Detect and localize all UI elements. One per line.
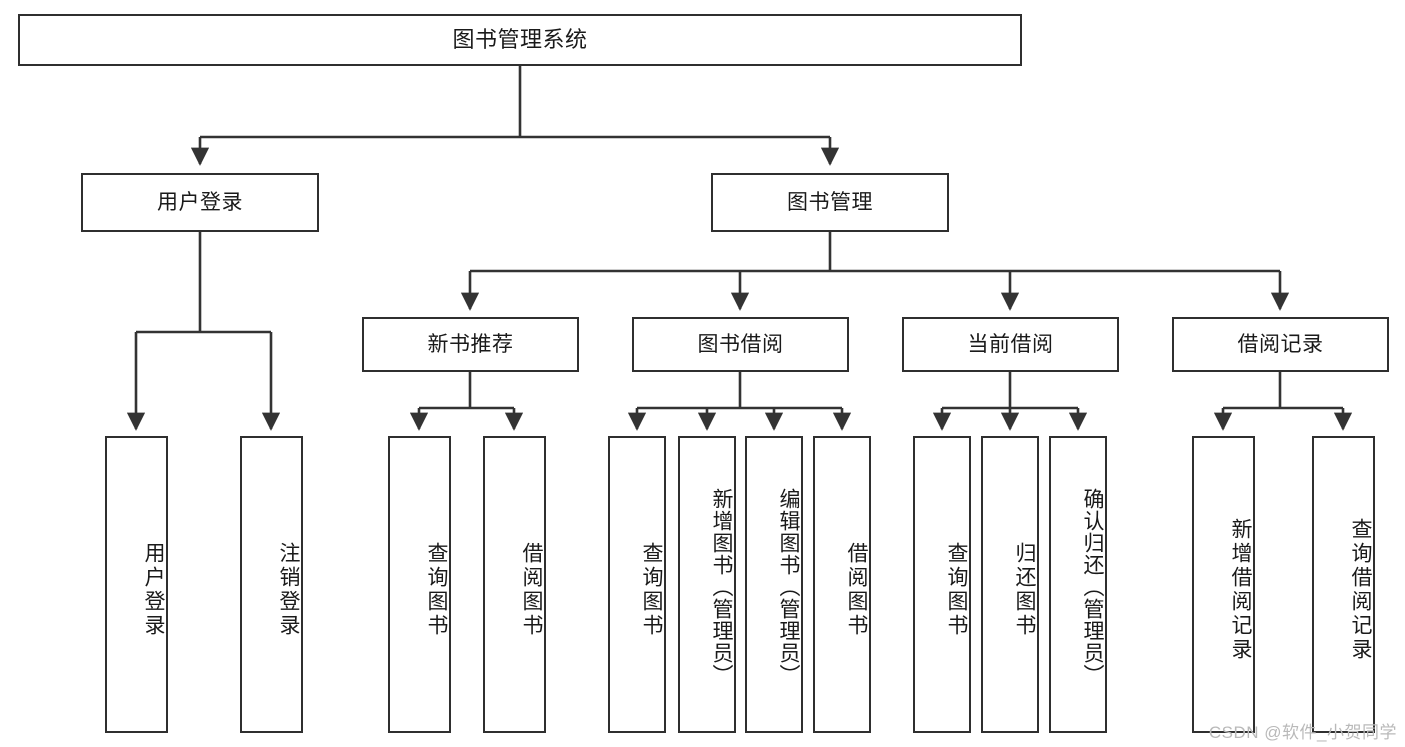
leaf-user-login[interactable]: 用户登录: [105, 436, 168, 733]
leaf-add-book-admin[interactable]: 新增图书（管理员）: [678, 436, 736, 733]
leaf-return-books[interactable]: 归还图书: [981, 436, 1039, 733]
node-book-borrowing[interactable]: 图书借阅: [632, 317, 849, 372]
leaf-edit-book-admin[interactable]: 编辑图书（管理员）: [745, 436, 803, 733]
leaf-borrow-books-bb[interactable]: 借阅图书: [813, 436, 871, 733]
csdn-watermark: CSDN @软件_小贺同学: [1208, 723, 1397, 742]
node-borrowing-records[interactable]: 借阅记录: [1172, 317, 1389, 372]
leaf-borrow-books-nbr[interactable]: 借阅图书: [483, 436, 546, 733]
leaf-query-books-cb[interactable]: 查询图书: [913, 436, 971, 733]
leaf-add-borrow-record[interactable]: 新增借阅记录: [1192, 436, 1255, 733]
leaf-confirm-return-admin[interactable]: 确认归还（管理员）: [1049, 436, 1107, 733]
node-root-system[interactable]: 图书管理系统: [18, 14, 1022, 66]
node-user-login[interactable]: 用户登录: [81, 173, 319, 232]
node-new-book-recommendation[interactable]: 新书推荐: [362, 317, 579, 372]
leaf-query-borrow-record[interactable]: 查询借阅记录: [1312, 436, 1375, 733]
leaf-logout[interactable]: 注销登录: [240, 436, 303, 733]
node-current-borrowing[interactable]: 当前借阅: [902, 317, 1119, 372]
leaf-query-books-nbr[interactable]: 查询图书: [388, 436, 451, 733]
node-book-management[interactable]: 图书管理: [711, 173, 949, 232]
leaf-query-books-bb[interactable]: 查询图书: [608, 436, 666, 733]
